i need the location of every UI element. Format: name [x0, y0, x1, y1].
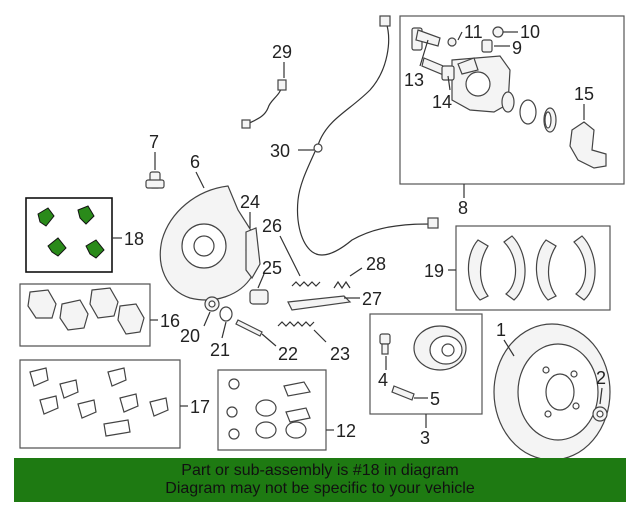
- abs-sensor-wire-30[interactable]: [296, 15, 439, 256]
- callout-25[interactable]: 25: [262, 258, 282, 278]
- callout-23[interactable]: 23: [330, 344, 350, 364]
- hub-bearing-3[interactable]: [413, 325, 467, 371]
- lever-24[interactable]: [245, 227, 261, 280]
- callout-28[interactable]: 28: [366, 254, 386, 274]
- washer-21[interactable]: [219, 306, 233, 322]
- brake-shoes-19[interactable]: [467, 235, 596, 301]
- callout-27[interactable]: 27: [362, 289, 382, 309]
- bleeder-screw-9[interactable]: [481, 39, 493, 53]
- callout-4[interactable]: 4: [378, 370, 388, 390]
- callout-6[interactable]: 6: [190, 152, 200, 172]
- callout-29[interactable]: 29: [272, 42, 292, 62]
- caliper-body[interactable]: [451, 55, 511, 113]
- callout-1[interactable]: 1: [496, 320, 506, 340]
- part-11[interactable]: [447, 37, 457, 47]
- callout-20[interactable]: 20: [180, 326, 200, 346]
- hardware-box-17[interactable]: [19, 359, 181, 449]
- callout-15[interactable]: 15: [574, 84, 594, 104]
- callout-3[interactable]: 3: [420, 428, 430, 448]
- caliper-kit-box-12[interactable]: [217, 369, 327, 451]
- callout-18[interactable]: 18: [124, 229, 144, 249]
- callout-30[interactable]: 30: [270, 141, 290, 161]
- hub-bolt-4[interactable]: [379, 333, 391, 355]
- caliper-bracket-15[interactable]: [569, 121, 607, 169]
- callout-5[interactable]: 5: [430, 389, 440, 409]
- callout-13[interactable]: 13: [404, 70, 424, 90]
- piston-seals[interactable]: [501, 91, 557, 133]
- brake-rotor-1[interactable]: [493, 323, 611, 461]
- caliper-kit-parts-12[interactable]: [226, 378, 311, 440]
- hardware-kit-box-18[interactable]: [25, 197, 113, 273]
- callout-14[interactable]: 14: [432, 92, 452, 112]
- callout-22[interactable]: 22: [278, 344, 298, 364]
- part-20[interactable]: [204, 296, 220, 312]
- callout-26[interactable]: 26: [262, 216, 282, 236]
- callout-17[interactable]: 17: [190, 397, 210, 417]
- hub-bolt-5[interactable]: [391, 385, 415, 401]
- hardware-clips-17[interactable]: [29, 367, 169, 437]
- nut-2[interactable]: [592, 406, 608, 422]
- info-banner: Part or sub-assembly is #18 in diagram D…: [14, 458, 626, 502]
- brake-shoes-box-19: [455, 225, 611, 311]
- guide-pin-14[interactable]: [421, 57, 455, 81]
- callout-11[interactable]: 11: [464, 22, 483, 42]
- spring-26[interactable]: [291, 281, 321, 287]
- guide-pin-13[interactable]: [411, 27, 441, 51]
- adjuster-25[interactable]: [249, 289, 269, 305]
- spring-clip-28[interactable]: [333, 280, 351, 290]
- bleeder-cap-10[interactable]: [492, 26, 504, 38]
- brake-pads-16[interactable]: [27, 287, 145, 335]
- callout-12[interactable]: 12: [336, 421, 356, 441]
- callout-16[interactable]: 16: [160, 311, 180, 331]
- callout-9[interactable]: 9: [512, 38, 522, 58]
- spring-23[interactable]: [277, 321, 315, 327]
- banner-line-2: Diagram may not be specific to your vehi…: [165, 480, 475, 497]
- callout-8[interactable]: 8: [458, 198, 468, 218]
- pin-22[interactable]: [235, 319, 263, 337]
- banner-line-1: Part or sub-assembly is #18 in diagram: [181, 462, 459, 479]
- brake-pads-box-16[interactable]: [19, 283, 151, 347]
- sensor-wire-29[interactable]: [241, 79, 287, 129]
- callout-2[interactable]: 2: [596, 368, 606, 388]
- callout-19[interactable]: 19: [424, 261, 444, 281]
- backing-plate-6[interactable]: [159, 185, 253, 301]
- callout-21[interactable]: 21: [210, 340, 230, 360]
- callout-10[interactable]: 10: [520, 22, 540, 42]
- hardware-kit-clips[interactable]: [37, 205, 105, 259]
- callout-7[interactable]: 7: [149, 132, 159, 152]
- bolt-7[interactable]: [145, 171, 165, 189]
- strut-27[interactable]: [287, 295, 352, 311]
- caliper-assembly-box: [399, 15, 625, 185]
- callout-24[interactable]: 24: [240, 192, 260, 212]
